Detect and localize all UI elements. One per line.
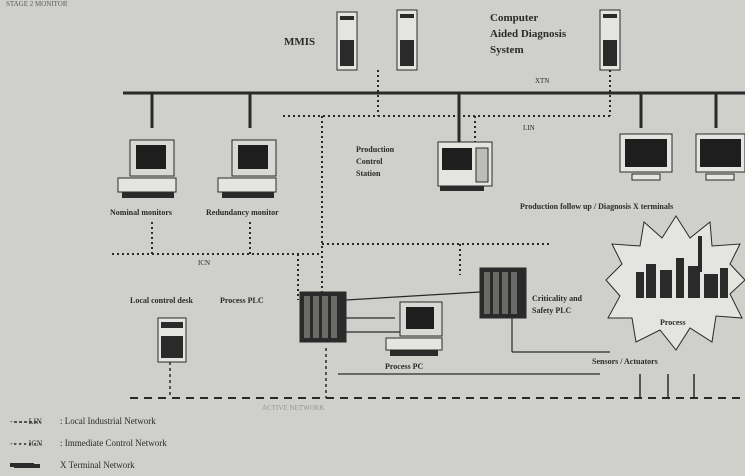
legend-text-xtn: X Terminal Network <box>60 460 135 470</box>
legend-symbol-lin: - - - - LIN <box>10 416 42 426</box>
icn-label: ICN <box>198 259 211 267</box>
cads-label-line2: Aided Diagnosis <box>490 28 567 40</box>
icn-bus <box>112 222 322 300</box>
lin-bus <box>283 70 611 300</box>
mmis-server-2 <box>396 9 418 71</box>
legend-symbol-icn: - - - - ICN <box>10 438 43 448</box>
process-links <box>338 291 610 375</box>
xtn-label: XTN <box>535 77 550 85</box>
xtn-drops <box>150 93 718 142</box>
mmis-server-1 <box>336 11 358 71</box>
local-control-desk-label: Local control desk <box>130 296 193 305</box>
process-pc-label: Process PC <box>385 362 424 371</box>
redundancy-monitor-label: Redundancy monitor <box>206 208 279 217</box>
criticality-plc-label-line2: Safety PLC <box>532 306 572 315</box>
mmis-label: MMIS <box>284 36 316 48</box>
process-pc-workstation <box>385 301 443 356</box>
nominal-monitors-label: Nominal monitors <box>110 208 172 217</box>
production-follow-up-label: Production follow up / Diagnosis X termi… <box>520 202 674 211</box>
lin-label: LIN <box>523 124 535 132</box>
production-control-label-line1: Production <box>356 145 395 154</box>
process-label: Process <box>660 318 686 327</box>
production-control-label-line2: Control <box>356 157 383 166</box>
header-caption: STAGE 2 MONITOR <box>6 0 68 8</box>
process-starburst <box>605 215 745 351</box>
redundancy-monitor-workstation <box>217 139 277 198</box>
x-terminal-1 <box>619 133 673 181</box>
legend-item-xtn: X Terminal Network <box>10 460 135 470</box>
legend-item-lin: - - - - LIN : Local Industrial Network <box>10 416 156 426</box>
local-control-desk <box>157 317 187 363</box>
legend-text-icn: : Immediate Control Network <box>60 438 167 448</box>
criticality-plc-label-line1: Criticality and <box>532 294 582 303</box>
sensors-actuators-label: Sensors / Actuators <box>592 357 658 366</box>
legend-text-lin: : Local Industrial Network <box>60 416 156 426</box>
criticality-safety-plc-rack <box>479 267 527 319</box>
bottom-drops <box>169 348 695 398</box>
production-control-label-line3: Station <box>356 169 381 178</box>
legend-item-icn: - - - - ICN : Immediate Control Network <box>10 438 167 448</box>
cads-label-line1: Computer <box>490 12 539 24</box>
production-control-station <box>437 141 493 191</box>
process-plc-label: Process PLC <box>220 296 264 305</box>
legend-symbol-xtn <box>10 463 34 467</box>
faded-caption: ACTIVE NETWORK <box>262 404 325 412</box>
x-terminal-2 <box>695 133 745 181</box>
process-plc-rack <box>299 291 347 343</box>
cads-label-line3: System <box>490 44 524 56</box>
nominal-monitor-workstation <box>117 139 177 198</box>
cads-server <box>599 9 621 71</box>
